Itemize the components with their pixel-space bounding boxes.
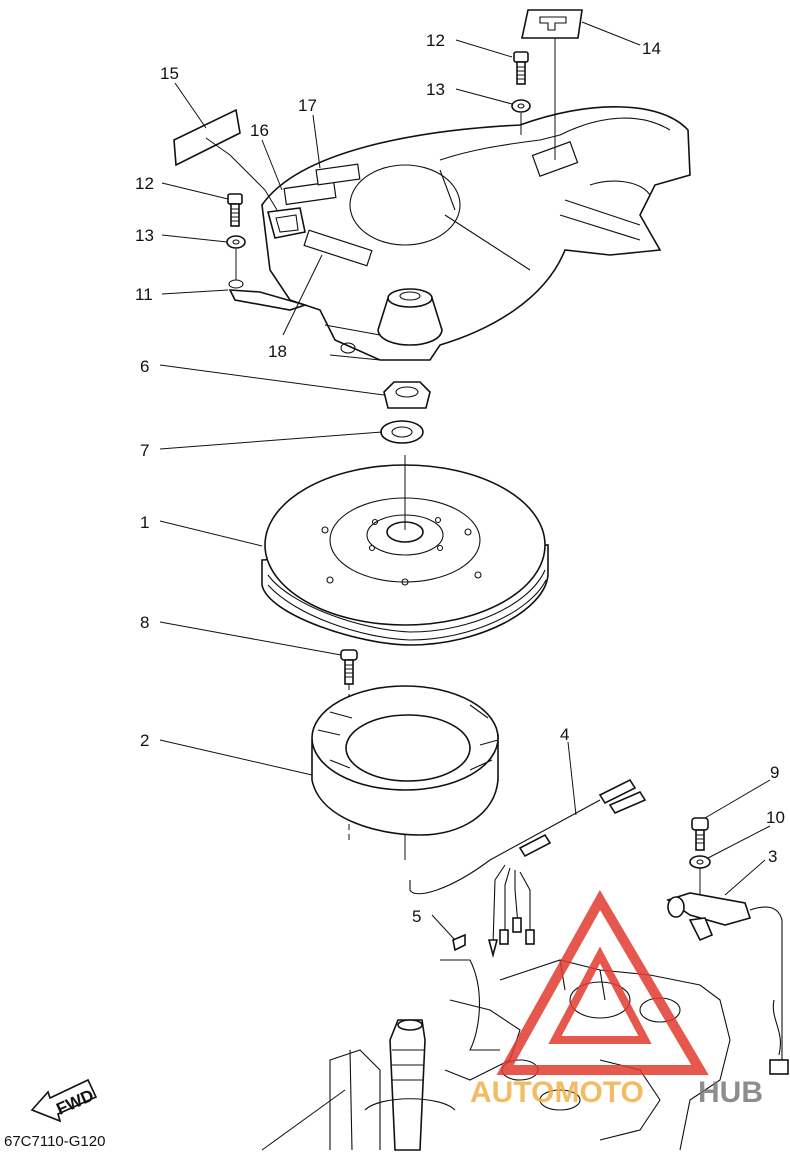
- lead-wire-4: [409, 778, 647, 959]
- callout-18: 18: [268, 342, 287, 361]
- callout-6: 6: [140, 357, 149, 376]
- stator-2: [311, 685, 499, 860]
- callout-16: 16: [250, 121, 269, 140]
- flywheel-cover: [228, 106, 691, 361]
- callout-numbers: 1 2 3 4 5 6 7 8 9 10 11 12 12 13 13 14 1…: [135, 31, 785, 926]
- engine-block: [261, 959, 731, 1151]
- label-part-15: [173, 108, 241, 167]
- callout-12-left: 12: [135, 174, 154, 193]
- callout-13-left: 13: [135, 226, 154, 245]
- callout-3: 3: [768, 847, 777, 866]
- callout-11: 11: [135, 285, 153, 304]
- callout-10: 10: [766, 808, 785, 827]
- nut-6: [383, 381, 431, 409]
- bolt-12-left: [227, 193, 243, 227]
- callout-14: 14: [642, 39, 661, 58]
- callout-4: 4: [560, 725, 569, 744]
- washer-13-left: [226, 235, 246, 280]
- callout-leaders: [159, 21, 771, 941]
- callout-15: 15: [160, 64, 179, 83]
- callout-17: 17: [298, 96, 317, 115]
- washer-10: [689, 855, 711, 895]
- diagram-code: 67C7110-G120: [4, 1133, 105, 1150]
- callout-9: 9: [770, 763, 779, 782]
- forward-direction-arrow: FWD: [30, 1078, 98, 1123]
- watermark-text-hub: HUB: [698, 1076, 763, 1109]
- washer-7: [380, 420, 424, 444]
- pulser-coil-3: [666, 892, 789, 1075]
- callout-5: 5: [412, 907, 421, 926]
- label-part-14: [521, 9, 583, 160]
- callout-1: 1: [140, 513, 149, 532]
- callout-8: 8: [140, 613, 149, 632]
- bolt-12-top: [513, 51, 529, 85]
- callout-2: 2: [140, 731, 149, 750]
- callout-13-top: 13: [426, 80, 445, 99]
- callout-7: 7: [140, 441, 149, 460]
- clip-5: [452, 933, 466, 952]
- callout-12-top: 12: [426, 31, 445, 50]
- flywheel-1: [261, 455, 549, 646]
- watermark-logo: AUTOMOTO HUB: [470, 889, 763, 1109]
- watermark-text-automoto: AUTOMOTO: [470, 1076, 644, 1109]
- bolt-9: [691, 817, 709, 851]
- washer-13-top: [511, 99, 531, 135]
